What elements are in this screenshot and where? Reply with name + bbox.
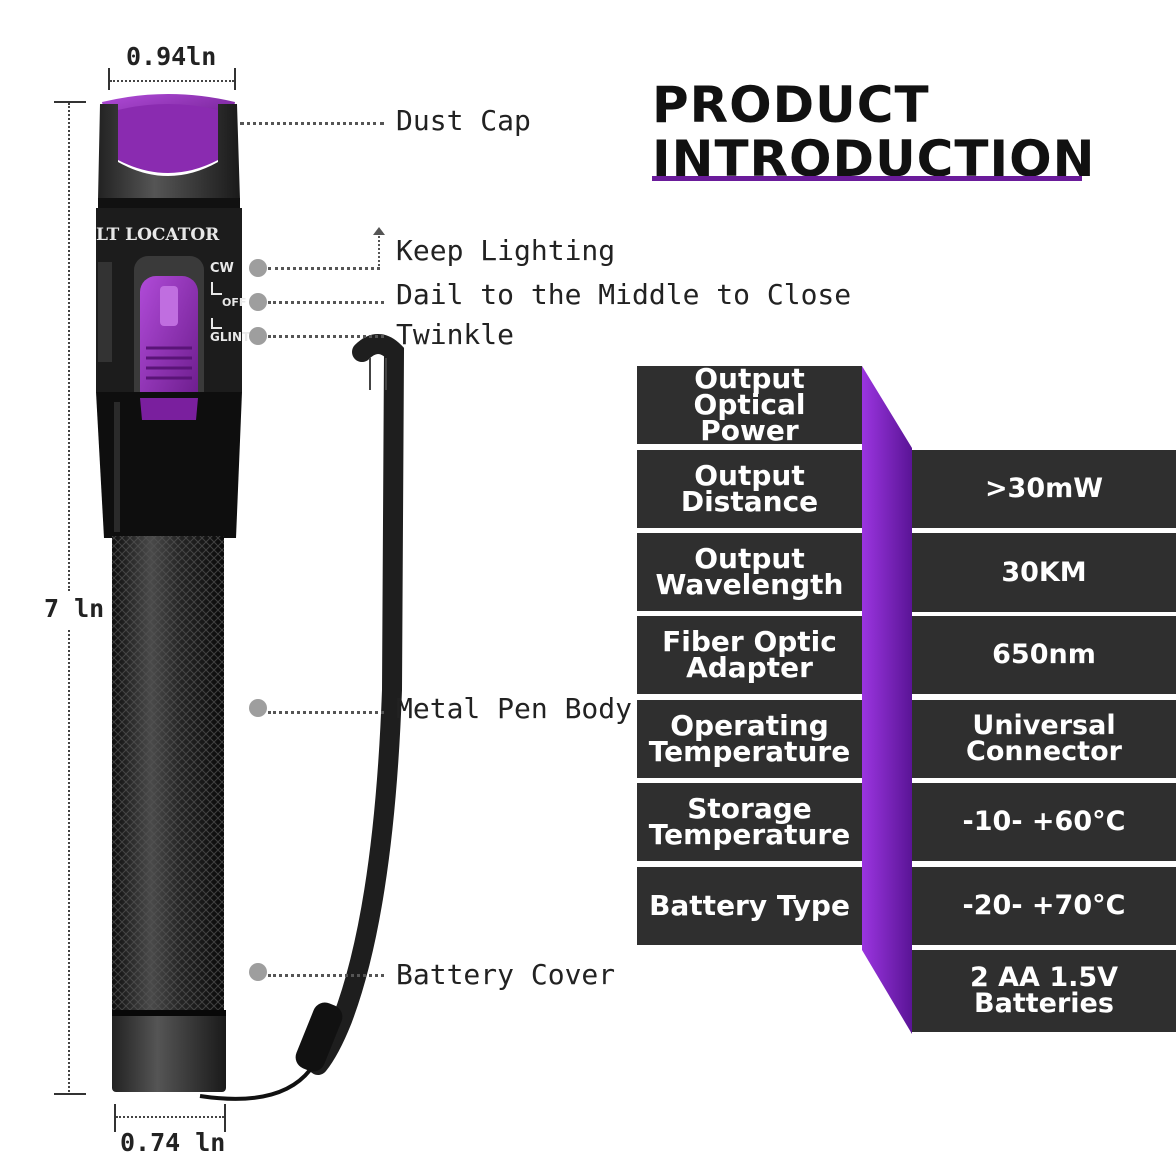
dial-middle-dot <box>249 293 267 311</box>
spec-label: Output Optical Power <box>693 362 806 447</box>
metal-body-label: Metal Pen Body <box>396 692 633 725</box>
keep-lighting-label: Keep Lighting <box>396 234 616 267</box>
spec-value: 650nm <box>992 639 1096 670</box>
bottom-width-tick-left <box>114 1104 116 1132</box>
spec-value-cell: 2 AA 1.5V Batteries <box>912 950 1176 1032</box>
spec-label: Output Wavelength <box>655 542 844 601</box>
spec-label-cell: Fiber Optic Adapter <box>637 616 862 694</box>
dust-cap-inner <box>118 104 218 173</box>
top-width-tick-right <box>234 68 236 90</box>
fiber-pen-illustration: LT LOCATOR CW OFF GLINT <box>96 94 405 1101</box>
battery-cover <box>112 1010 226 1092</box>
lanyard-strap <box>308 334 405 1075</box>
spec-value: 30KM <box>1001 556 1087 588</box>
keep-lighting-dot <box>249 259 267 277</box>
battery-cover-leader <box>268 974 384 977</box>
spec-label: Operating Temperature <box>648 709 851 768</box>
spec-value-cell: >30mW <box>912 450 1176 528</box>
top-width-label: 0.94ln <box>126 42 217 71</box>
spec-value-cell: 650nm <box>912 616 1176 694</box>
cap-head <box>98 104 240 200</box>
spec-label: Fiber Optic Adapter <box>662 625 837 684</box>
spec-value-cell: -10- +60°C <box>912 783 1176 861</box>
spec-value-cell: 30KM <box>912 533 1176 612</box>
switch-label-off: OFF <box>222 296 246 309</box>
height-tick-bottom <box>54 1093 86 1095</box>
spec-label: Battery Type <box>649 889 850 922</box>
bottom-width-tick-right <box>224 1104 226 1132</box>
spec-label-cell: Operating Temperature <box>637 700 862 778</box>
height-line-lower <box>68 630 70 1092</box>
spec-label: Output Distance <box>680 459 819 518</box>
dust-cap-leader <box>240 122 384 125</box>
spec-label-cell: Output Wavelength <box>637 533 862 611</box>
keep-lighting-arrow-stem <box>378 232 380 266</box>
bottom-width-line <box>116 1116 224 1118</box>
spec-value: -10- +60°C <box>962 806 1126 837</box>
height-label: 7 ln <box>44 594 105 623</box>
metal-body-leader <box>268 711 384 714</box>
twinkle-leader <box>268 335 384 338</box>
dust-cap-label: Dust Cap <box>396 104 531 137</box>
bottom-width-label: 0.74 ln <box>120 1128 226 1157</box>
switch-label-glint: GLINT <box>210 330 251 344</box>
spec-value: 2 AA 1.5V Batteries <box>969 962 1119 1019</box>
height-line-upper <box>68 103 70 591</box>
page-title: PRODUCT INTRODUCTION <box>652 78 1095 186</box>
lanyard-clip <box>295 1002 343 1072</box>
top-width-line <box>110 80 234 82</box>
title-line-1: PRODUCT <box>652 76 930 134</box>
battery-cover-dot <box>249 963 267 981</box>
spec-value: -20- +70°C <box>962 890 1126 921</box>
battery-cover-label: Battery Cover <box>396 958 616 991</box>
brand-text: LT LOCATOR <box>96 225 220 245</box>
spec-value-cell: Universal Connector <box>912 700 1176 778</box>
dial-middle-label: Dail to the Middle to Close <box>396 278 852 311</box>
spec-label-cell: Battery Type <box>637 867 862 945</box>
height-tick-top <box>54 101 86 103</box>
top-width-tick-left <box>108 68 110 90</box>
spec-label-cell: Output Distance <box>637 450 862 528</box>
title-underline <box>652 176 1082 181</box>
keep-lighting-leader <box>268 267 380 270</box>
spec-label-cell: Storage Temperature <box>637 783 862 861</box>
spec-value: Universal Connector <box>966 710 1122 767</box>
metal-body-dot <box>249 699 267 717</box>
lanyard-cord <box>199 1068 312 1101</box>
dial-middle-leader <box>268 301 384 304</box>
spec-value-cell: -20- +70°C <box>912 867 1176 945</box>
twinkle-label: Twinkle <box>396 318 515 351</box>
twinkle-dot <box>249 327 267 345</box>
up-arrow-icon <box>373 227 385 235</box>
spec-label-cell: Output Optical Power <box>637 362 862 447</box>
spec-value: >30mW <box>984 473 1104 504</box>
grip-collar <box>96 392 242 538</box>
spec-label: Storage Temperature <box>648 792 851 851</box>
switch-label-cw: CW <box>210 261 234 276</box>
spec-table-accent <box>862 366 912 1034</box>
